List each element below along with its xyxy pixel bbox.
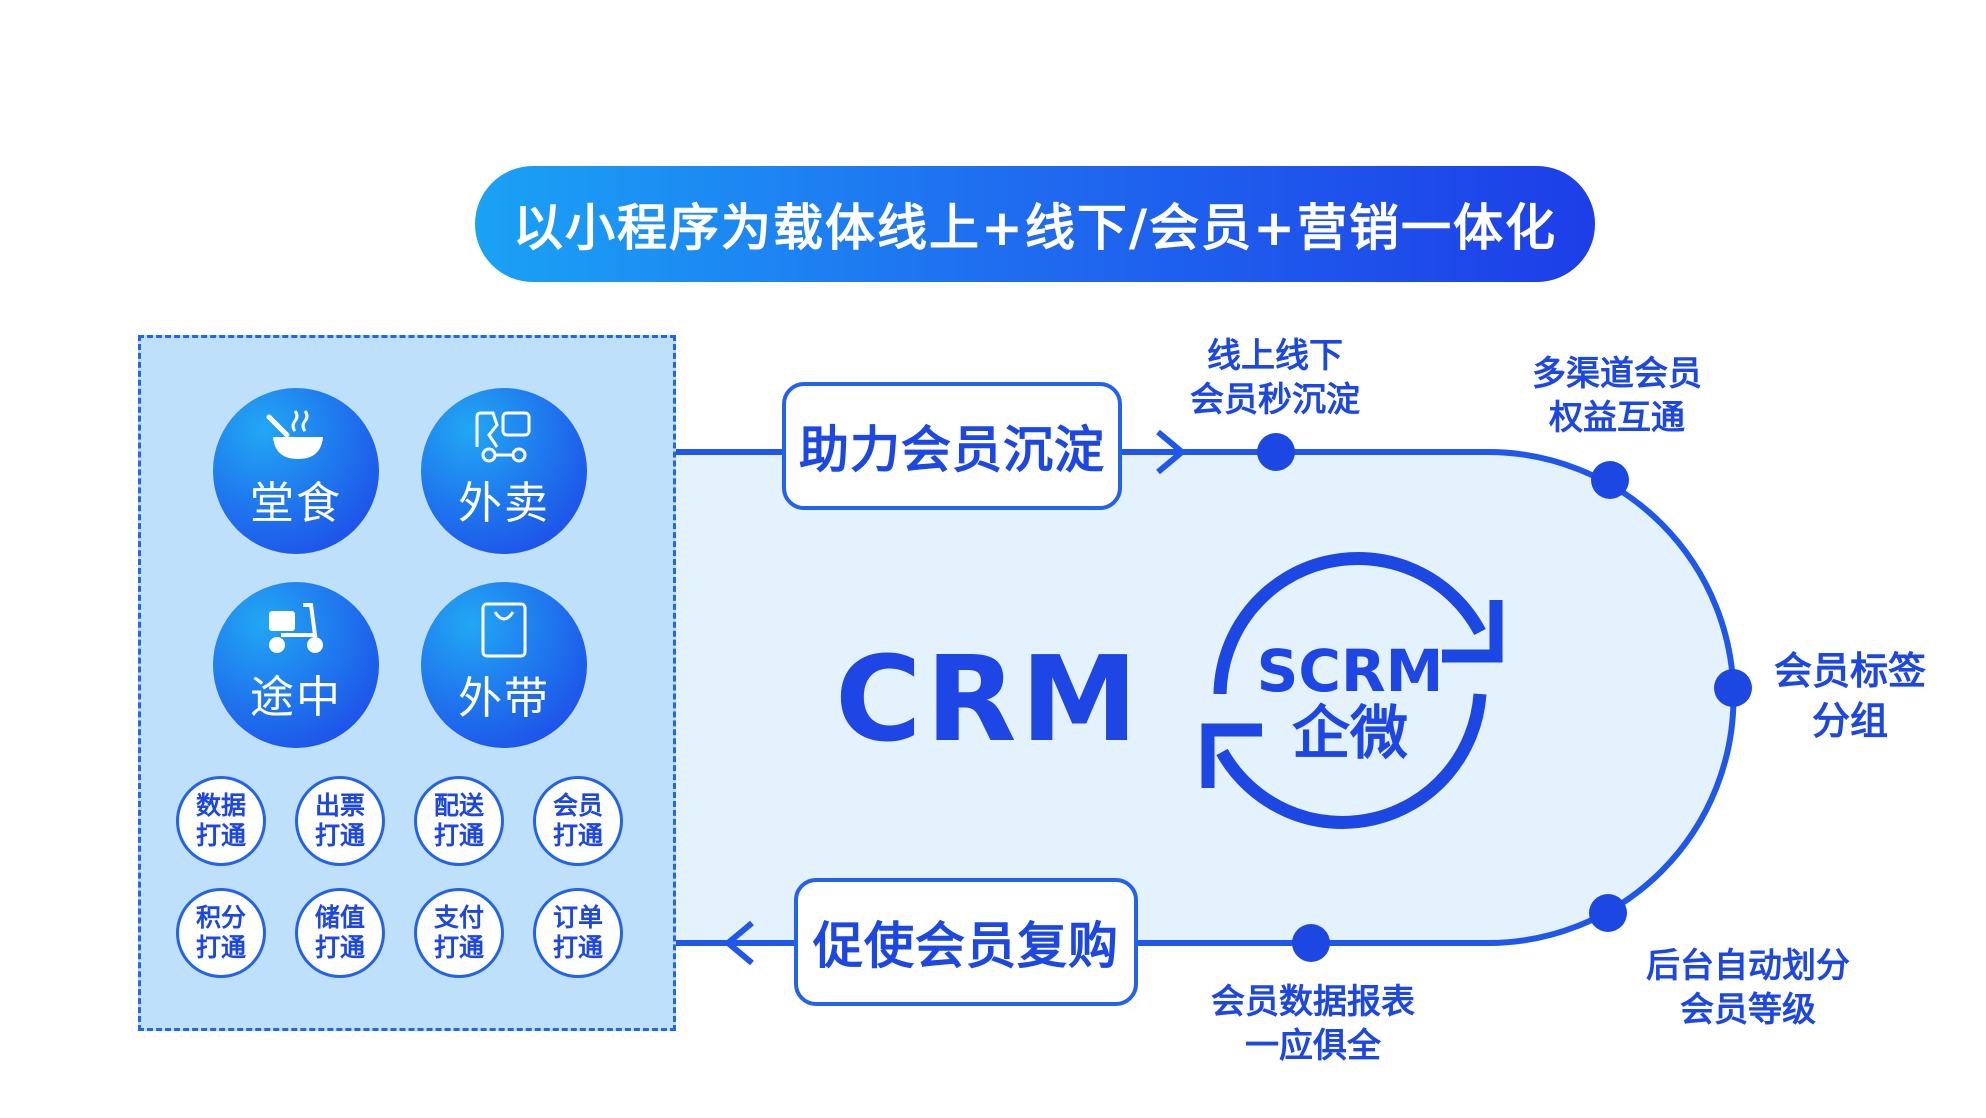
- node-dot: [1589, 894, 1627, 932]
- channel-dine-in: 堂食: [213, 388, 379, 554]
- member-retention-label: 助力会员沉淀: [799, 421, 1105, 479]
- integration-label: 支付: [433, 903, 484, 932]
- integration-label: 订单: [552, 903, 603, 932]
- integration-label: 打通: [195, 821, 246, 850]
- node-label-multichannel: 多渠道会员 权益互通: [1502, 352, 1732, 440]
- cycle-arrow-top: [1213, 552, 1486, 695]
- channel-delivery: 外卖: [421, 388, 587, 554]
- delivery-cart-icon: [475, 411, 531, 463]
- cycle-arrow-bottom: [1216, 693, 1487, 829]
- crm-label: CRM: [835, 630, 1142, 768]
- node-label-line: 分组: [1811, 699, 1888, 743]
- node-dot: [1257, 433, 1295, 471]
- channel-takeaway: 外带: [421, 582, 587, 748]
- integration-label: 数据: [195, 791, 246, 820]
- node-label-member-tags: 会员标签 分组: [1760, 646, 1940, 746]
- node-label-line: 会员等级: [1680, 990, 1816, 1030]
- node-label-line: 会员标签: [1773, 649, 1926, 693]
- integration-points: 积分 打通: [176, 888, 266, 978]
- member-retention-box: 助力会员沉淀: [782, 382, 1122, 510]
- integration-delivery: 配送 打通: [414, 776, 504, 866]
- wecom-label: 企微: [1291, 699, 1408, 767]
- page-title-banner: 以小程序为载体线上+线下/会员+营销一体化: [475, 166, 1595, 282]
- shopping-bag-icon: [481, 602, 527, 658]
- node-label-line: 后台自动划分: [1646, 946, 1850, 986]
- integration-member: 会员 打通: [533, 776, 623, 866]
- integration-label: 打通: [552, 821, 603, 850]
- channel-on-the-way: 途中: [213, 582, 379, 748]
- node-label-online-offline: 线上线下 会员秒沉淀: [1160, 334, 1390, 422]
- integration-label: 出票: [314, 791, 365, 820]
- cycle-arrowhead-bottom-icon: [1201, 723, 1262, 788]
- integration-stored-value: 储值 打通: [295, 888, 385, 978]
- integration-ticket: 出票 打通: [295, 776, 385, 866]
- integration-label: 打通: [314, 933, 365, 962]
- channel-label: 堂食: [250, 478, 342, 529]
- channel-label: 外带: [458, 673, 550, 724]
- node-dot: [1714, 669, 1752, 707]
- integration-label: 打通: [552, 933, 603, 962]
- member-repurchase-box: 促使会员复购: [794, 878, 1138, 1006]
- integration-order: 订单 打通: [533, 888, 623, 978]
- cycle-arrowhead-top-icon: [1442, 600, 1503, 663]
- track-fill: [676, 452, 1734, 943]
- scooter-icon: [269, 603, 323, 653]
- node-dot: [1292, 924, 1330, 962]
- node-label-line: 多渠道会员: [1532, 354, 1702, 394]
- page-title: 以小程序为载体线上+线下/会员+营销一体化: [512, 199, 1558, 257]
- node-label-line: 线上线下: [1207, 336, 1343, 376]
- node-label-line: 一应俱全: [1245, 1026, 1381, 1066]
- integration-data: 数据 打通: [176, 776, 266, 866]
- channel-label: 外卖: [458, 478, 550, 529]
- node-label-member-level: 后台自动划分 会员等级: [1618, 944, 1878, 1032]
- integration-label: 积分: [195, 903, 246, 932]
- node-label-data-reports: 会员数据报表 一应俱全: [1178, 980, 1448, 1068]
- channel-label: 途中: [250, 672, 342, 723]
- integration-label: 会员: [552, 791, 603, 820]
- arrow-left-icon: [725, 920, 754, 966]
- integration-payment: 支付 打通: [414, 888, 504, 978]
- node-dot: [1591, 461, 1629, 499]
- integration-label: 配送: [433, 791, 484, 820]
- integration-label: 打通: [314, 821, 365, 850]
- node-label-line: 会员数据报表: [1211, 982, 1415, 1022]
- node-label-line: 会员秒沉淀: [1190, 380, 1360, 420]
- integration-label: 打通: [433, 933, 484, 962]
- bowl-icon: [266, 410, 323, 459]
- scrm-label: SCRM: [1256, 637, 1444, 705]
- integration-label: 打通: [195, 933, 246, 962]
- arrow-right-icon: [1156, 429, 1185, 475]
- integration-label: 储值: [314, 903, 365, 932]
- integration-label: 打通: [433, 821, 484, 850]
- node-label-line: 权益互通: [1549, 398, 1685, 438]
- member-repurchase-label: 促使会员复购: [813, 917, 1119, 975]
